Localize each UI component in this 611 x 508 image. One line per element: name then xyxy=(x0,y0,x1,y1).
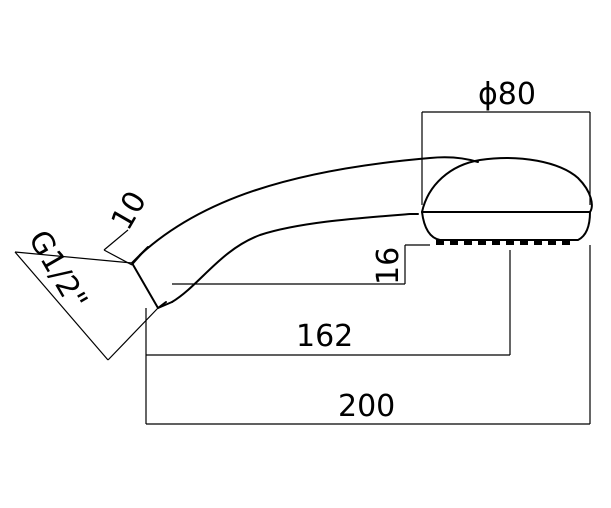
dim-label-200: 200 xyxy=(338,389,395,424)
nozzle xyxy=(492,240,500,245)
dim-label-10: 10 xyxy=(105,185,154,236)
dim-label-thread: G1/2" xyxy=(21,225,94,316)
dimension-head-height: 16 xyxy=(371,244,430,285)
head-dome xyxy=(421,157,593,213)
connector-cap xyxy=(131,254,173,309)
dim-line-thread xyxy=(14,251,109,361)
handle-lower-edge xyxy=(171,213,419,303)
dimension-connector: 10 xyxy=(103,185,154,266)
nozzle xyxy=(464,240,472,245)
nozzle xyxy=(478,240,486,245)
ext-line-thread-top xyxy=(14,251,133,264)
shower-head xyxy=(421,157,593,245)
dimension-inner-length: 162 xyxy=(146,250,511,356)
shower-handle-body xyxy=(131,156,479,309)
dimension-diameter: ϕ80 xyxy=(421,77,591,205)
dimension-total-length: 200 xyxy=(145,245,591,425)
dim-label-162: 162 xyxy=(296,319,353,354)
connector-edge-b xyxy=(157,301,167,309)
nozzle xyxy=(562,240,570,245)
nozzle xyxy=(450,240,458,245)
nozzle xyxy=(534,240,542,245)
nozzle xyxy=(520,240,528,245)
dim-label-height: 16 xyxy=(371,247,406,285)
nozzle xyxy=(548,240,556,245)
nozzle xyxy=(506,240,514,245)
handle-upper-edge xyxy=(139,156,479,256)
spray-nozzles xyxy=(436,240,570,245)
ext-line-10-bottom xyxy=(131,246,149,266)
ext-line-thread-bottom xyxy=(107,307,159,361)
head-rim-face xyxy=(421,211,591,241)
nozzle xyxy=(436,240,444,245)
ext-line-10-top xyxy=(103,229,129,251)
dimension-thread: G1/2" xyxy=(14,225,159,361)
dim-label-diameter: ϕ80 xyxy=(478,77,536,112)
